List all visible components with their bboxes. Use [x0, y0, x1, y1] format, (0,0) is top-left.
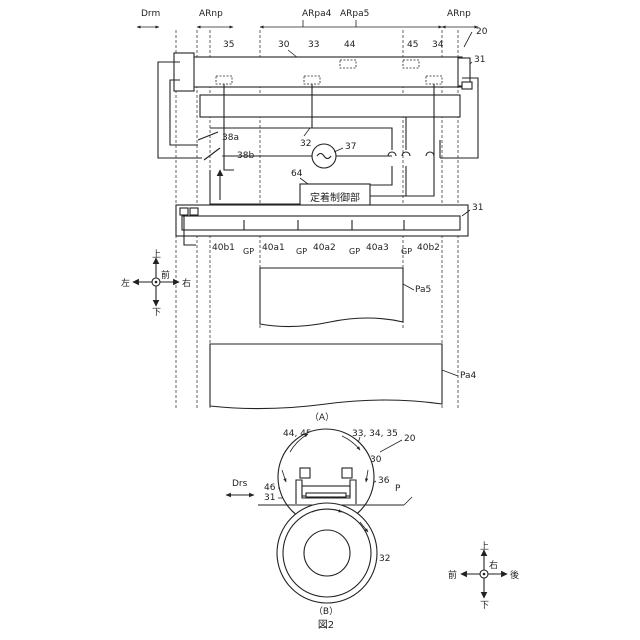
paper-pa4: Pa4: [210, 344, 477, 409]
ref-33: 33: [308, 40, 319, 50]
label-sensors-right: 33, 34, 35: [352, 429, 398, 439]
gap-label-3: GP: [349, 247, 360, 256]
sensor-33: [304, 76, 320, 84]
pressure-roller-section: [277, 503, 377, 603]
arnp-right-label: ARnp: [447, 9, 471, 19]
drm-label: Drm: [141, 9, 160, 19]
ref-31-lower: 31: [472, 203, 483, 213]
ref-37: 37: [345, 142, 356, 152]
gap-label-4: GP: [401, 247, 412, 256]
ref-20-b: 20: [404, 434, 416, 444]
heater-40a3: 40a3: [366, 243, 389, 253]
ref-46-b: 46: [264, 483, 276, 493]
ref-30: 30: [278, 40, 290, 50]
caption-a: （A）: [310, 412, 334, 423]
compass-b-front: 前: [448, 569, 457, 581]
paper-pa5: Pa5: [260, 268, 431, 327]
region-arrows: ARnp ARpa4 ARpa5 ARnp 20: [197, 9, 488, 47]
compass-a: 上 下 左 右 前: [121, 249, 191, 318]
sensor-34: [426, 76, 442, 84]
drm-indicator: Drm: [137, 9, 160, 27]
heater-40a1: 40a1: [262, 243, 285, 253]
ref-35: 35: [223, 40, 234, 50]
compass-a-up: 上: [152, 249, 161, 260]
ref-45: 45: [407, 40, 418, 50]
ref-31-upper: 31: [474, 55, 485, 65]
heater-40b2: 40b2: [417, 243, 440, 253]
heater-board: 31: [176, 203, 483, 245]
arpa5-label: ARpa5: [340, 9, 369, 19]
heater-labels: 40b1 40a1 40a2 40a3 40b2 GP GP GP GP: [212, 243, 440, 256]
compass-b-back: 後: [510, 569, 519, 581]
label-pa5: Pa5: [415, 285, 431, 295]
ref-20-top: 20: [476, 27, 488, 37]
caption-b: （B）: [314, 606, 338, 617]
ref-32-top: 32: [300, 139, 311, 149]
arnp-left-label: ARnp: [199, 9, 223, 19]
ref-32-b: 32: [379, 554, 390, 564]
label-p: P: [395, 484, 401, 494]
label-pa4: Pa4: [460, 371, 477, 381]
ref-31-b: 31: [264, 493, 275, 503]
ref-64: 64: [291, 169, 303, 179]
pressure-roller: [200, 95, 460, 117]
compass-a-right: 右: [182, 277, 191, 289]
compass-a-front: 前: [161, 269, 170, 281]
ref-38a: 38a: [222, 133, 239, 143]
gap-label-2: GP: [296, 247, 307, 256]
sensor-35: [216, 76, 232, 84]
ref-38b: 38b: [237, 151, 254, 161]
sensor-45: [403, 60, 419, 68]
ref-34: 34: [432, 40, 444, 50]
heater-40a2: 40a2: [313, 243, 336, 253]
sensor-left: [300, 468, 310, 478]
ac-power-source: 37: [312, 142, 356, 168]
heater-40b1: 40b1: [212, 243, 235, 253]
compass-b: 上 下 前 後 右: [448, 541, 519, 611]
compass-b-down: 下: [480, 601, 489, 611]
compass-a-left: 左: [121, 277, 130, 289]
label-drs: Drs: [232, 479, 248, 489]
compass-b-right: 右: [489, 559, 498, 571]
compass-b-up: 上: [480, 541, 489, 552]
sensor-44: [340, 60, 356, 68]
figure-title: 図2: [318, 619, 334, 631]
ref-36-b: 36: [378, 476, 390, 486]
fixing-belt: [174, 53, 472, 91]
ref-44: 44: [344, 40, 356, 50]
arpa4-label: ARpa4: [302, 9, 332, 19]
gap-label-1: GP: [243, 247, 254, 256]
fixing-control-unit: 定着制御部 64: [291, 169, 370, 210]
controller-label: 定着制御部: [310, 191, 360, 204]
compass-a-down: 下: [152, 308, 161, 318]
sensor-right: [342, 468, 352, 478]
